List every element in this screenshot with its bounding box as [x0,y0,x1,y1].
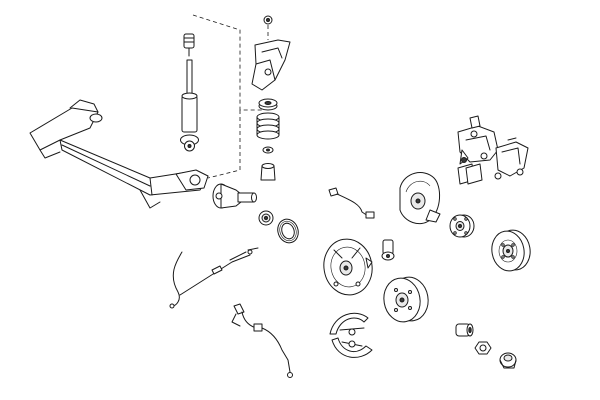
brake-disc[interactable] [489,228,533,274]
hub-seal-ring[interactable] [274,216,301,245]
wheel-cylinder[interactable] [381,239,395,261]
top-mount-nut[interactable] [263,15,273,25]
hub-nut[interactable] [474,341,492,355]
brake-pads[interactable] [457,157,483,185]
wheel-hub[interactable] [449,214,475,238]
shock-absorber[interactable] [180,59,199,152]
dust-cap[interactable] [499,352,517,369]
caliper-carrier[interactable] [494,137,529,180]
abs-sensor-cable[interactable] [231,303,293,378]
brake-caliper-bracket[interactable] [457,115,499,165]
spring-upper-seat[interactable] [258,98,278,111]
brake-shoes[interactable] [329,312,373,358]
brake-backing-plate[interactable] [320,235,377,298]
shock-bump-stop[interactable] [183,33,195,57]
coil-spring[interactable] [256,112,280,140]
wheel-bearing[interactable] [258,210,274,226]
brake-drum[interactable] [380,274,431,325]
handbrake-cable[interactable] [169,247,259,309]
spring-lower-pad[interactable] [262,146,274,154]
spring-buffer[interactable] [260,163,276,181]
stub-axle[interactable] [212,183,257,209]
disc-splash-shield[interactable] [399,172,441,225]
assembly-guide-lines [192,14,269,179]
bushing[interactable] [455,323,474,337]
spring-mount-bracket[interactable] [251,39,291,91]
rear-axle-beam[interactable] [29,99,209,209]
brake-hose[interactable] [328,187,375,219]
